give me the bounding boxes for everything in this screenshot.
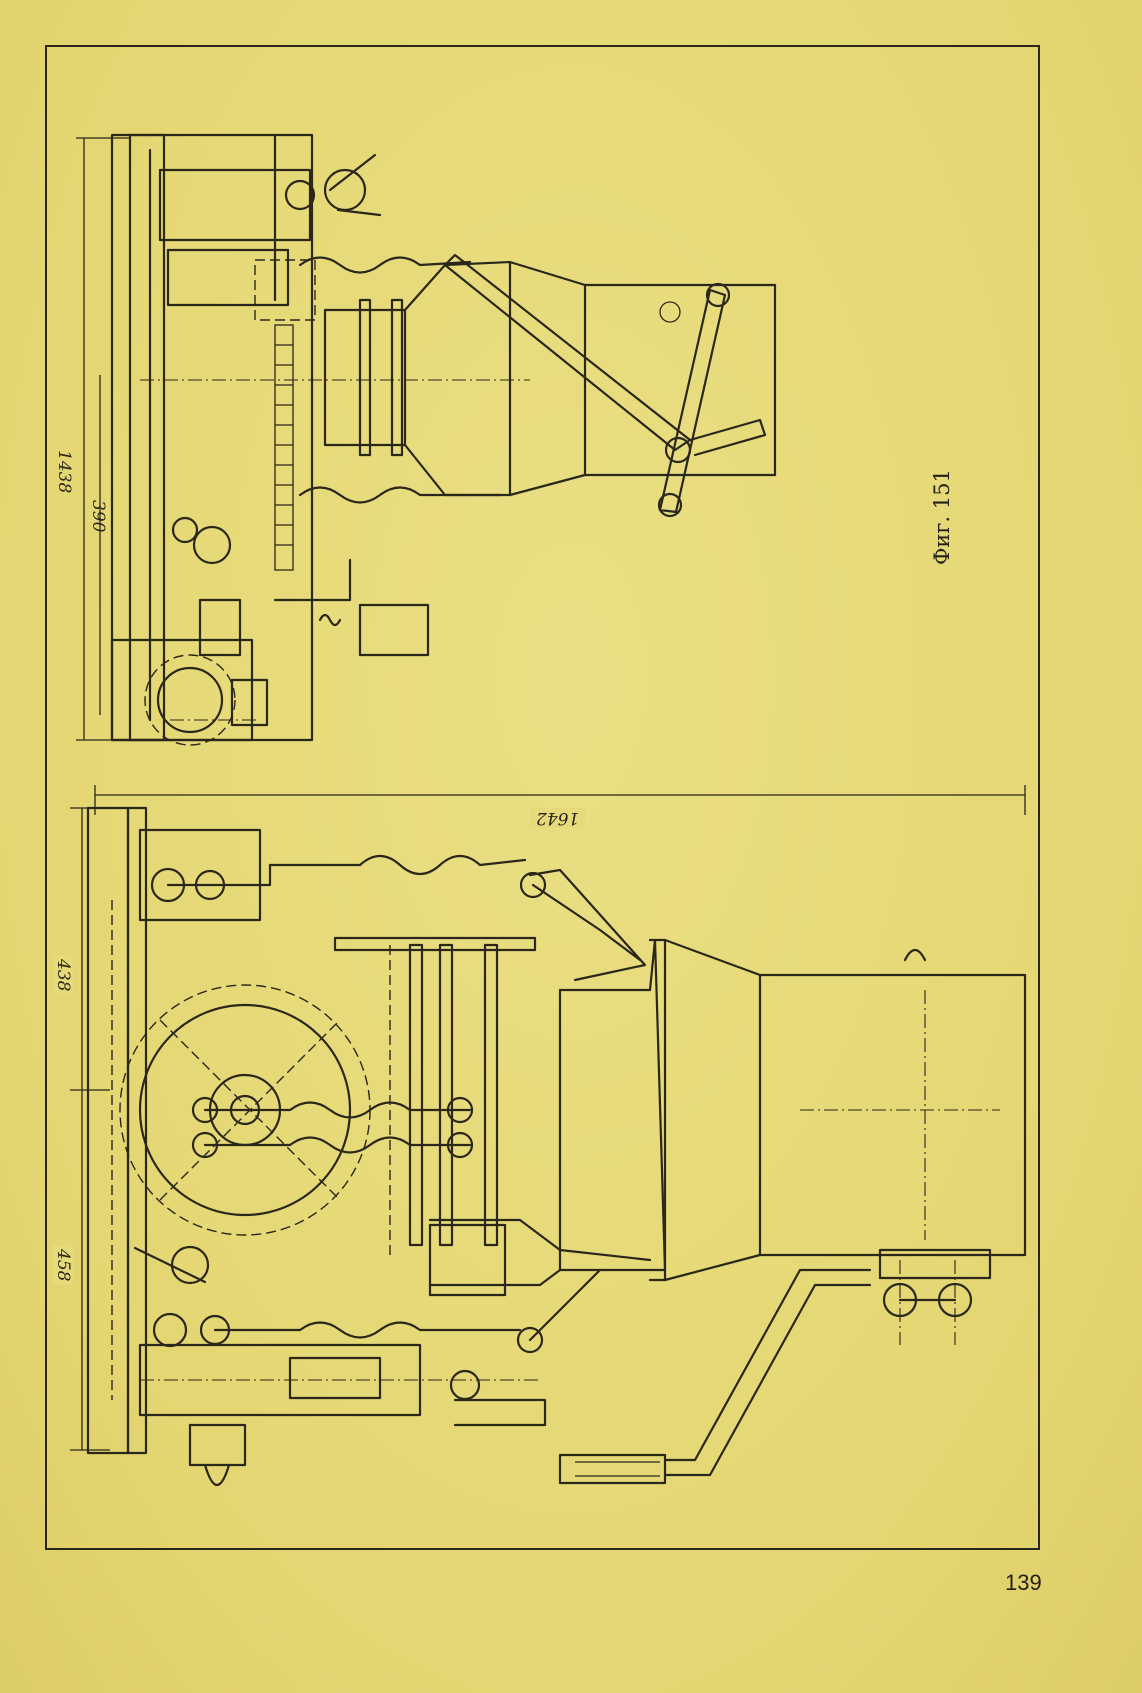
dimension-390: 390 (88, 500, 108, 533)
dimension-1642: 1642 (530, 808, 586, 828)
dimension-1438: 1438 (54, 450, 74, 494)
page-number: 139 (1005, 1570, 1042, 1595)
dimension-438: 438 (53, 955, 73, 996)
drawing-frame (45, 45, 1040, 1550)
lower-view (70, 785, 1027, 1487)
figure-caption: Фиг. 151 (930, 469, 954, 565)
upper-view (76, 133, 777, 746)
dimension-458: 458 (53, 1245, 73, 1286)
